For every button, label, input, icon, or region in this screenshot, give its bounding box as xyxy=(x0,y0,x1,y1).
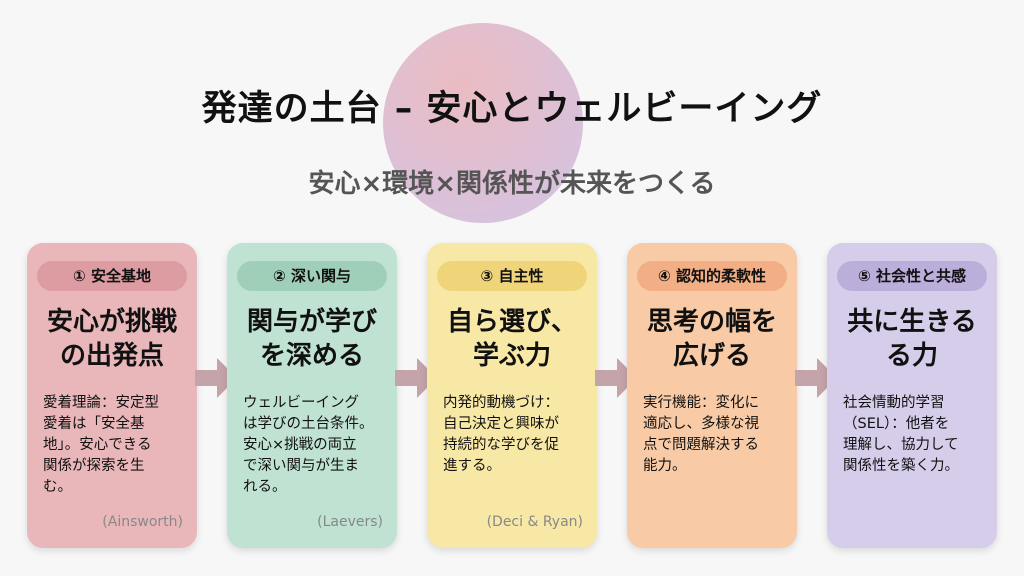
heading-line: の出発点 xyxy=(59,341,164,371)
slide-title: 発達の土台 – 安心とウェルビーイング xyxy=(201,89,823,129)
arrow-right-icon xyxy=(795,358,837,398)
step-heading: 自ら選び、学ぶ力 xyxy=(427,305,597,373)
citation: (Ainsworth) xyxy=(102,514,183,530)
arrow-right-icon xyxy=(595,358,637,398)
citation: (Laevers) xyxy=(317,514,383,530)
body-line: 自己決定と興味が xyxy=(443,416,559,432)
body-line: 社会情動的学習 xyxy=(843,395,945,411)
body-line: 実行機能：変化に xyxy=(643,395,759,411)
decorative-circle xyxy=(383,23,583,223)
step-label: ② 深い関与 xyxy=(237,261,387,291)
step-body: 愛着理論：安定型愛着は「安全基地」。安心できる関係が探索を生む。 xyxy=(43,393,189,498)
step-label: ① 安全基地 xyxy=(37,261,187,291)
arrow-right-icon xyxy=(195,358,237,398)
heading-line: る力 xyxy=(885,341,938,371)
body-line: 適応し、多様な視 xyxy=(643,416,759,432)
body-line: れる。 xyxy=(243,479,287,495)
step-card-3: ③ 自主性自ら選び、学ぶ力内発的動機づけ： 自己決定と興味が持続的な学びを促進する… xyxy=(427,243,597,548)
step-heading: 思考の幅を広げる xyxy=(627,305,797,373)
heading-line: 関与が学び xyxy=(246,307,377,337)
heading-line: 広げる xyxy=(672,341,751,371)
body-line: で深い関与が生ま xyxy=(243,458,359,474)
step-label: ③ 自主性 xyxy=(437,261,587,291)
slide-subtitle: 安心×環境×関係性が未来をつくる xyxy=(308,169,716,199)
body-line: 内発的動機づけ： xyxy=(443,395,559,411)
step-card-2: ② 深い関与関与が学びを深めるウェルビーイングは学びの土台条件。安心×挑戦の両立… xyxy=(227,243,397,548)
step-card-4: ④ 認知的柔軟性思考の幅を広げる実行機能：変化に適応し、多様な視点で問題解決する… xyxy=(627,243,797,548)
arrow-right-icon xyxy=(395,358,437,398)
step-label: ⑤ 社会性と共感 xyxy=(837,261,987,291)
body-line: 持続的な学びを促 xyxy=(443,437,559,453)
heading-line: 共に生きる xyxy=(847,307,977,337)
heading-line: 自ら選び、 xyxy=(446,307,577,337)
step-heading: 共に生きるる力 xyxy=(827,305,997,373)
body-line: 関係性を築く力。 xyxy=(843,458,959,474)
step-heading: 安心が挑戦の出発点 xyxy=(27,305,197,373)
body-line: 能力。 xyxy=(643,458,687,474)
body-line: （SEL）：他者を xyxy=(843,416,950,432)
step-body: 実行機能：変化に適応し、多様な視点で問題解決する能力。 xyxy=(643,393,789,477)
step-card-5: ⑤ 社会性と共感共に生きるる力社会情動的学習 （SEL）：他者を理解し、協力して関… xyxy=(827,243,997,548)
heading-line: 思考の幅を xyxy=(646,307,777,337)
step-body: 内発的動機づけ： 自己決定と興味が持続的な学びを促進する。 xyxy=(443,393,589,477)
body-line: は学びの土台条件。 xyxy=(243,416,374,432)
body-line: 安心×挑戦の両立 xyxy=(243,437,357,453)
step-label: ④ 認知的柔軟性 xyxy=(637,261,787,291)
step-heading: 関与が学びを深める xyxy=(227,305,397,373)
heading-line: 安心が挑戦 xyxy=(46,307,177,337)
body-line: 理解し、協力して xyxy=(843,437,959,453)
citation: (Deci & Ryan) xyxy=(486,514,583,530)
heading-line: を深める xyxy=(259,341,364,371)
body-line: 関係が探索を生 xyxy=(43,458,145,474)
body-line: 点で問題解決する xyxy=(643,437,759,453)
body-line: 進する。 xyxy=(443,458,501,474)
body-line: む。 xyxy=(43,479,72,495)
step-body: ウェルビーイングは学びの土台条件。安心×挑戦の両立で深い関与が生まれる。 xyxy=(243,393,389,498)
heading-line: 学ぶ力 xyxy=(472,341,551,371)
step-card-1: ① 安全基地安心が挑戦の出発点愛着理論：安定型愛着は「安全基地」。安心できる関係… xyxy=(27,243,197,548)
body-line: ウェルビーイング xyxy=(243,395,359,411)
step-body: 社会情動的学習 （SEL）：他者を理解し、協力して関係性を築く力。 xyxy=(843,393,989,477)
body-line: 地」。安心できる xyxy=(43,437,152,453)
body-line: 愛着は「安全基 xyxy=(43,416,145,432)
body-line: 愛着理論：安定型 xyxy=(43,395,159,411)
